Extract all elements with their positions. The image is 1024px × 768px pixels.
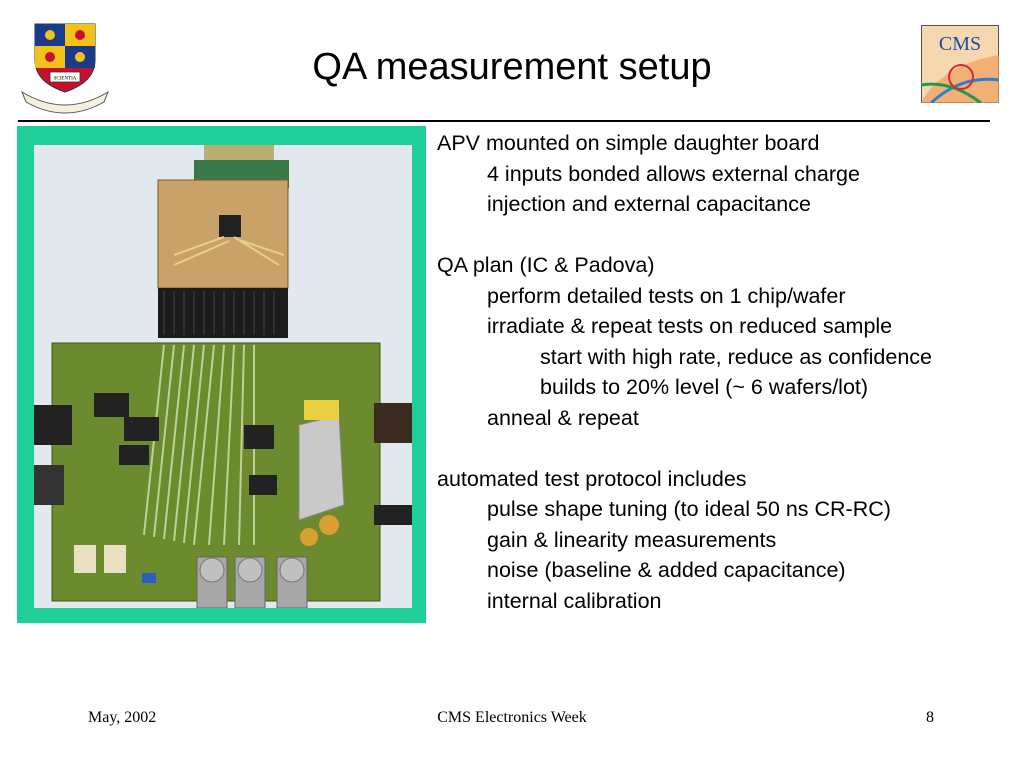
bullet-line: perform detailed tests on 1 chip/wafer bbox=[487, 283, 846, 308]
bullet-line: automated test protocol includes bbox=[437, 466, 747, 491]
bullet-line: pulse shape tuning (to ideal 50 ns CR-RC… bbox=[487, 497, 891, 521]
cms-logo-icon: CMS bbox=[920, 25, 1000, 105]
apv-daughter-board-photo bbox=[34, 145, 412, 608]
bullet-line: noise (baseline & added capacitance) bbox=[487, 558, 846, 582]
university-crest-icon: SCIENTIA bbox=[20, 20, 110, 116]
bullet-line: 4 inputs bonded allows external charge bbox=[487, 161, 860, 186]
bullet-list: APV mounted on simple daughter board 4 i… bbox=[437, 128, 1017, 616]
footer-date: May, 2002 bbox=[88, 709, 157, 726]
bullet-line: irradiate & repeat tests on reduced samp… bbox=[487, 314, 893, 338]
bullet-line: builds to 20% level (~ 6 wafers/lot) bbox=[540, 375, 869, 399]
bullet-line: anneal & repeat bbox=[487, 405, 639, 430]
cms-logo-text: CMS bbox=[939, 33, 981, 55]
bullet-line: start with high rate, reduce as confiden… bbox=[540, 344, 932, 369]
bullet-spacer bbox=[437, 220, 1017, 251]
footer-page-number: 8 bbox=[926, 709, 934, 726]
slide-title: QA measurement setup bbox=[312, 46, 712, 88]
footer-event: CMS Electronics Week bbox=[437, 709, 587, 726]
bullet-line: gain & linearity measurements bbox=[487, 527, 777, 552]
crest-motto: SCIENTIA bbox=[54, 77, 77, 82]
bullet-spacer bbox=[437, 433, 1017, 464]
bullet-line: injection and external capacitance bbox=[487, 192, 811, 216]
bullet-line: QA plan (IC & Padova) bbox=[437, 253, 655, 277]
bullet-line: internal calibration bbox=[487, 588, 662, 613]
bullet-line: APV mounted on simple daughter board bbox=[437, 131, 820, 155]
title-divider bbox=[18, 120, 990, 122]
